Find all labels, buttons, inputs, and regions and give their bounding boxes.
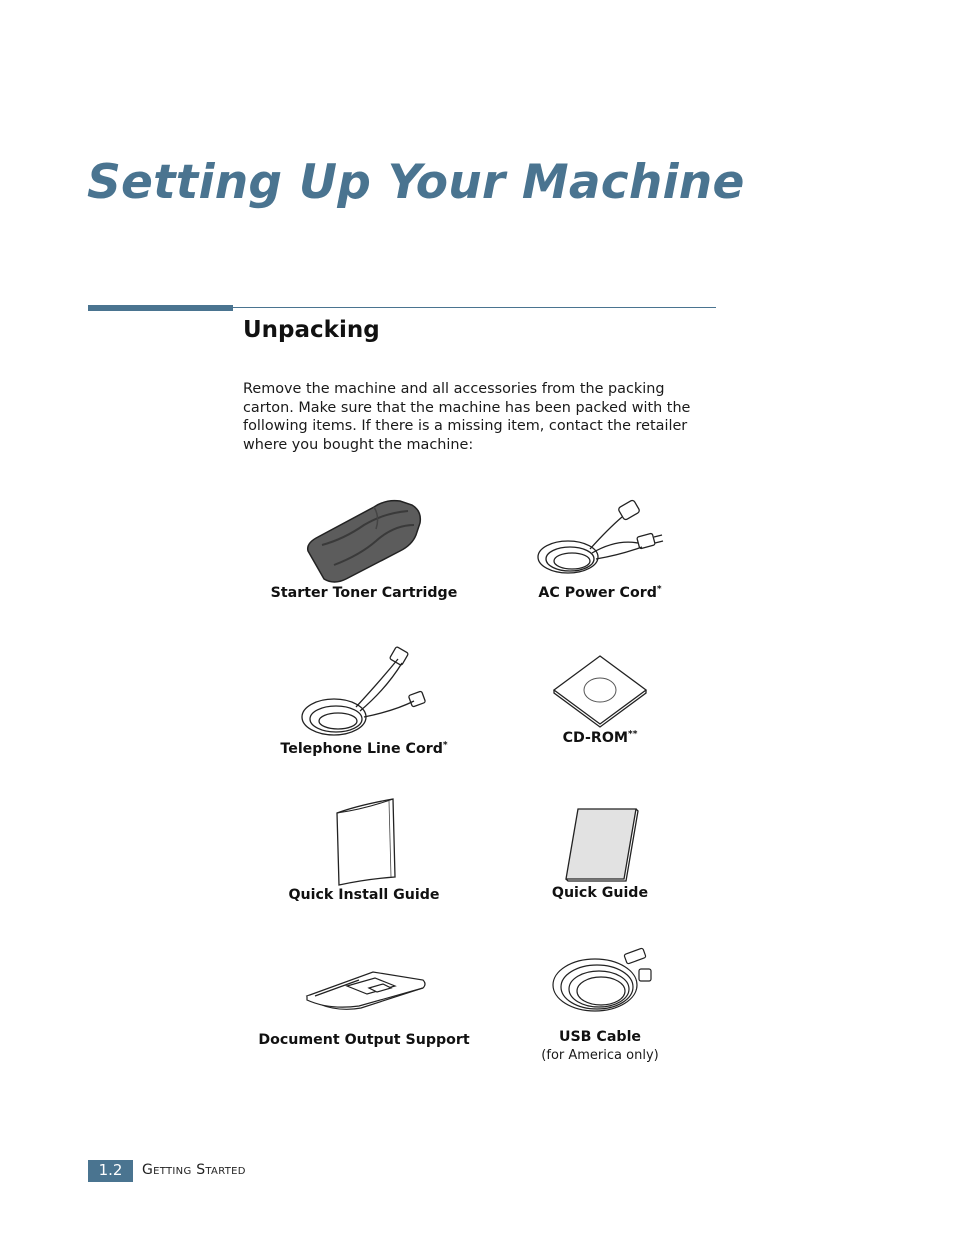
item-power-cord: AC Power Cord* bbox=[470, 495, 730, 601]
page-number-badge: 1.2 bbox=[88, 1160, 133, 1182]
section-rule-thin bbox=[233, 307, 716, 308]
item-label-output-support: Document Output Support bbox=[258, 1032, 470, 1048]
item-note-usb-cable: (for America only) bbox=[541, 1048, 659, 1063]
item-label-usb-cable: USB Cable bbox=[558, 1029, 642, 1045]
item-quick-install-guide: Quick Install Guide bbox=[234, 795, 494, 903]
item-label-quick-guide: Quick Guide bbox=[551, 885, 649, 901]
power-cord-icon bbox=[537, 499, 664, 574]
section-heading: Unpacking bbox=[243, 317, 380, 343]
item-cd-rom: CD-ROM** bbox=[470, 652, 730, 746]
install-guide-icon bbox=[336, 798, 396, 886]
toner-cartridge-icon bbox=[306, 499, 422, 583]
telephone-cord-icon bbox=[301, 646, 426, 736]
item-document-output-support: Document Output Support bbox=[234, 962, 494, 1048]
chapter-footer: Getting Started bbox=[142, 1162, 246, 1178]
item-usb-cable: USB Cable (for America only) bbox=[470, 947, 730, 1063]
cd-rom-icon bbox=[552, 655, 648, 728]
item-label-power-cord: AC Power Cord* bbox=[538, 584, 662, 601]
item-label-telephone-cord: Telephone Line Cord* bbox=[280, 740, 448, 757]
page-title: Setting Up Your Machine bbox=[87, 155, 745, 210]
item-label-install-guide: Quick Install Guide bbox=[288, 887, 440, 903]
intro-paragraph: Remove the machine and all accessories f… bbox=[243, 381, 691, 453]
usb-cable-icon bbox=[552, 947, 652, 1012]
item-label-toner: Starter Toner Cartridge bbox=[270, 585, 458, 601]
item-label-cd-rom: CD-ROM** bbox=[562, 729, 638, 746]
item-telephone-cord: Telephone Line Cord* bbox=[234, 645, 494, 757]
quick-guide-icon bbox=[565, 808, 639, 882]
item-quick-guide: Quick Guide bbox=[470, 805, 730, 901]
item-toner-cartridge: Starter Toner Cartridge bbox=[234, 495, 494, 601]
section-rule-thick bbox=[88, 305, 233, 311]
output-support-icon bbox=[305, 971, 426, 1010]
